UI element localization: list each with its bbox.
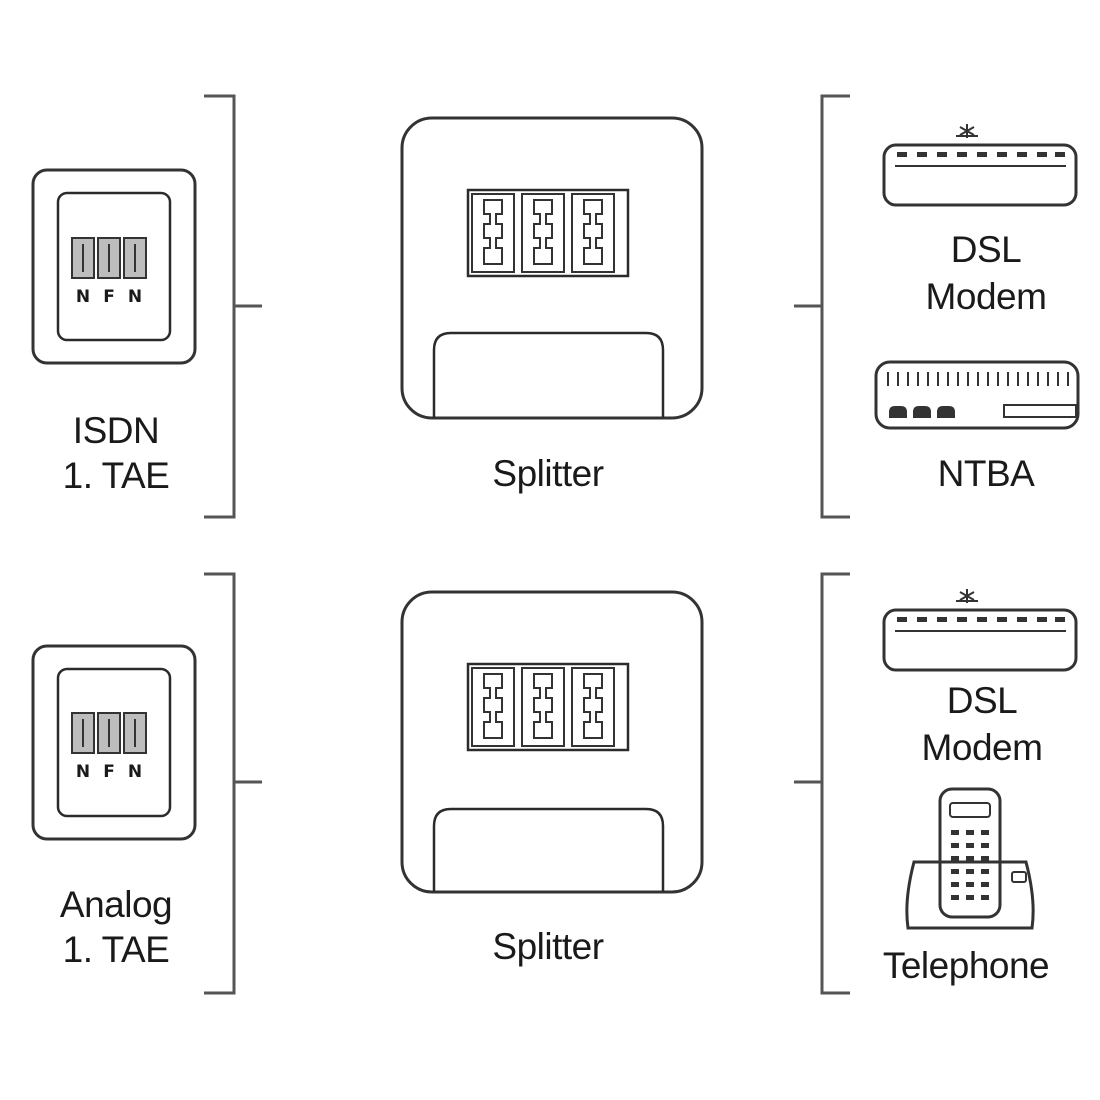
port-label-f: F <box>103 287 115 307</box>
device-label-dsl-line1-row1: DSL <box>951 229 1021 270</box>
splitter-label-row2: Splitter <box>492 926 603 967</box>
left-bracket-row1 <box>204 94 262 519</box>
dsl-modem-icon-row1 <box>882 124 1078 207</box>
device-label-telephone: Telephone <box>883 945 1049 986</box>
device-label-dsl-line2-row2: Modem <box>922 727 1043 768</box>
device-label-ntba: NTBA <box>938 453 1036 494</box>
splitter-device-row2 <box>400 590 704 894</box>
row-analog: N F N Analog 1. TAE Splitter <box>31 572 1078 995</box>
splitter-device-row1 <box>400 116 704 420</box>
dsl-modem-icon-row2 <box>882 589 1078 672</box>
port-label-n2: N <box>128 287 142 307</box>
right-bracket-row1 <box>794 94 850 519</box>
device-label-dsl-line2-row1: Modem <box>926 276 1047 317</box>
port-label-n1: N <box>76 287 90 307</box>
right-bracket-row2 <box>794 572 850 995</box>
row-isdn: N F N ISDN 1. TAE Splitter <box>31 94 1080 519</box>
socket-label-analog-line1: Analog <box>60 884 172 925</box>
port-label-n1: N <box>76 762 90 782</box>
tae-socket-analog: N F N <box>31 644 197 841</box>
tae-socket-isdn: N F N <box>31 168 197 365</box>
socket-label-isdn-line1: ISDN <box>73 410 159 451</box>
device-label-dsl-line1-row2: DSL <box>947 680 1017 721</box>
socket-label-analog-line2: 1. TAE <box>63 929 170 970</box>
port-label-f: F <box>103 762 115 782</box>
cordless-telephone-icon <box>905 787 1035 930</box>
left-bracket-row2 <box>204 572 262 995</box>
ntba-icon <box>874 360 1080 430</box>
splitter-label-row1: Splitter <box>492 453 603 494</box>
port-label-n2: N <box>128 762 142 782</box>
socket-label-isdn-line2: 1. TAE <box>63 455 170 496</box>
